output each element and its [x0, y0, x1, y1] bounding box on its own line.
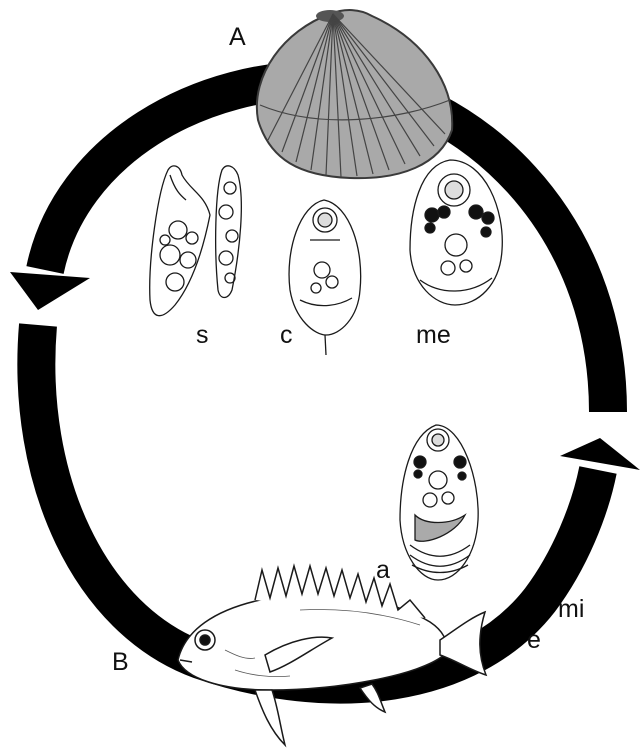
label-mi: mi — [558, 595, 584, 623]
label-A: A — [229, 23, 246, 51]
adult-fluke-icon — [400, 425, 478, 580]
label-s: s — [196, 321, 209, 349]
fish-host-icon — [178, 566, 486, 745]
sporocyst-icon — [150, 166, 242, 316]
cercaria-icon — [289, 200, 361, 355]
label-me: me — [416, 321, 451, 349]
arrowhead-left — [10, 272, 90, 310]
bivalve-shell-icon — [257, 10, 452, 178]
label-B: B — [112, 648, 129, 676]
label-e: e — [527, 626, 541, 654]
label-c: c — [280, 321, 293, 349]
label-a: a — [376, 556, 390, 584]
metacercaria-icon — [410, 160, 502, 305]
arrowhead-right — [560, 438, 640, 470]
